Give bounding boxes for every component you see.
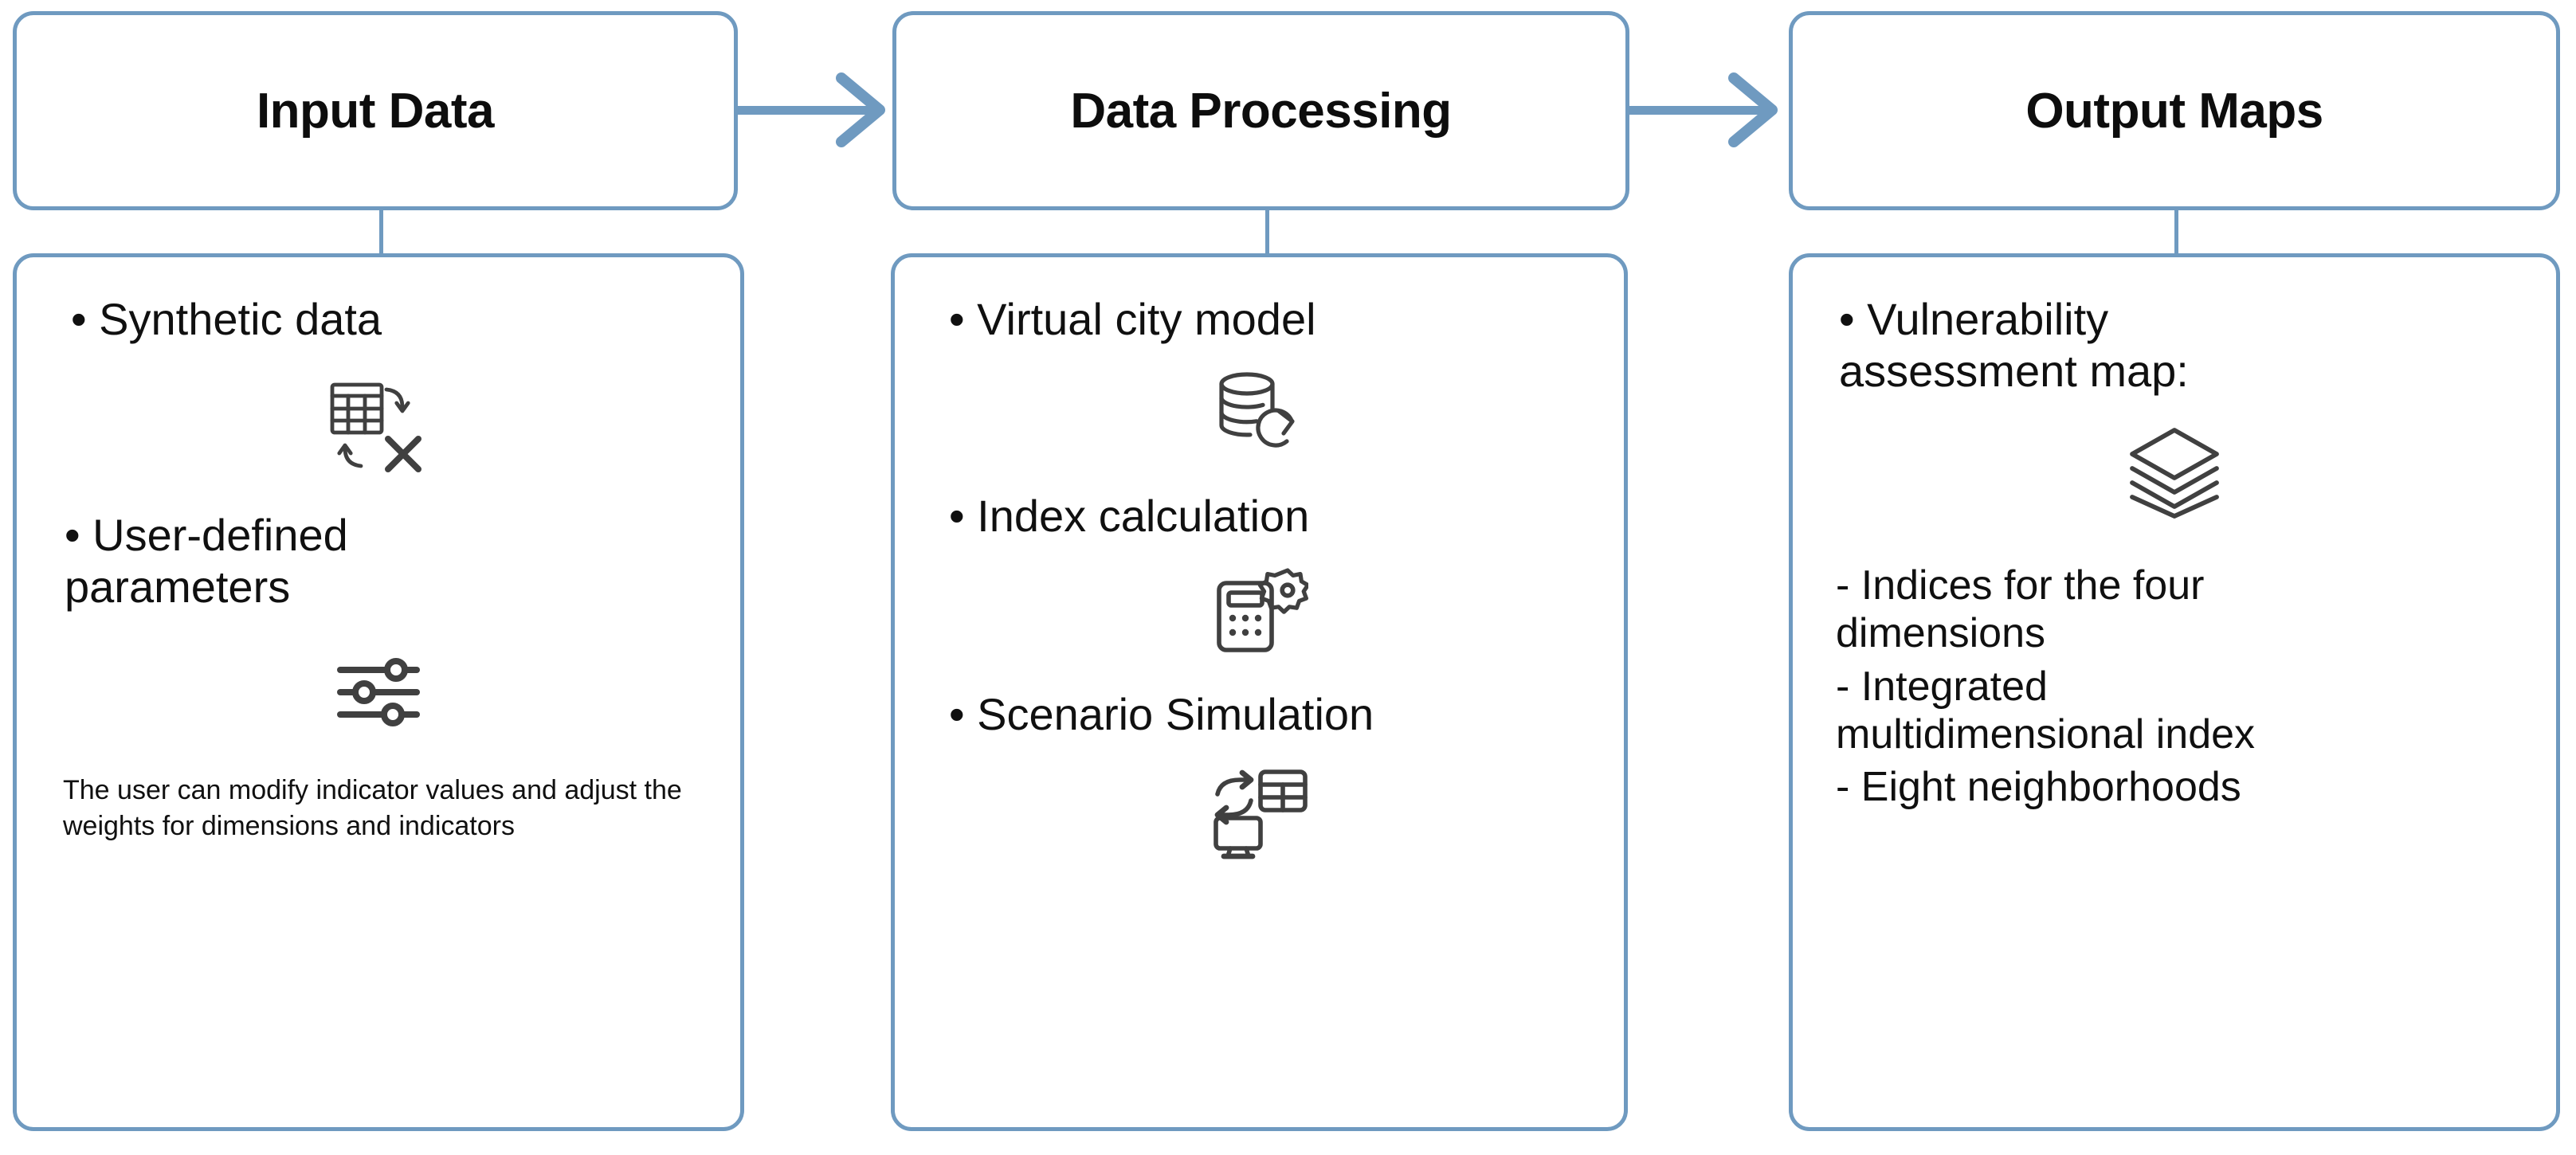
list-item: • Index calculation [949,490,1310,541]
list-item: • Virtual city model [949,294,1316,344]
calculator-gear-icon [927,565,1592,660]
arrow-right-icon-1 [738,106,880,115]
list-item: • Scenario Simulation [949,688,1374,739]
connector-input-data [379,206,383,256]
stage-body-data-processing: • Virtual city model • Index calculation [891,253,1628,1131]
stage-header-input-data[interactable]: Input Data [13,11,738,210]
spreadsheet-exchange-icon [49,374,708,478]
page-title-input-data: Input Data [256,83,495,139]
list-item: - Eight neighborhoods [1836,764,2241,811]
note-input-data: The user can modify indicator values and… [63,774,682,842]
stage-header-output-maps[interactable]: Output Maps [1789,11,2560,210]
connector-data-processing [1265,206,1269,256]
connector-output-maps [2174,206,2178,256]
page-title-output-maps: Output Maps [2025,83,2323,139]
sliders-icon [49,648,708,736]
list-item: - Integrated multidimensional index [1836,663,2256,758]
list-item: • Vulnerability assessment map: [1839,294,2189,396]
list-item: • User-defined parameters [65,509,348,612]
list-item: - Indices for the four dimensions [1836,562,2205,657]
database-refresh-icon [927,366,1592,462]
stage-header-data-processing[interactable]: Data Processing [892,11,1629,210]
page-title-data-processing: Data Processing [1070,83,1452,139]
layers-icon [1825,425,2524,520]
monitor-table-exchange-icon [927,762,1592,865]
stage-body-input-data: • Synthetic data • User-defined paramete… [13,253,744,1131]
stage-body-output-maps: • Vulnerability assessment map: - Indice… [1789,253,2560,1131]
arrow-right-icon-2 [1629,106,1771,115]
list-item: • Synthetic data [71,294,382,344]
